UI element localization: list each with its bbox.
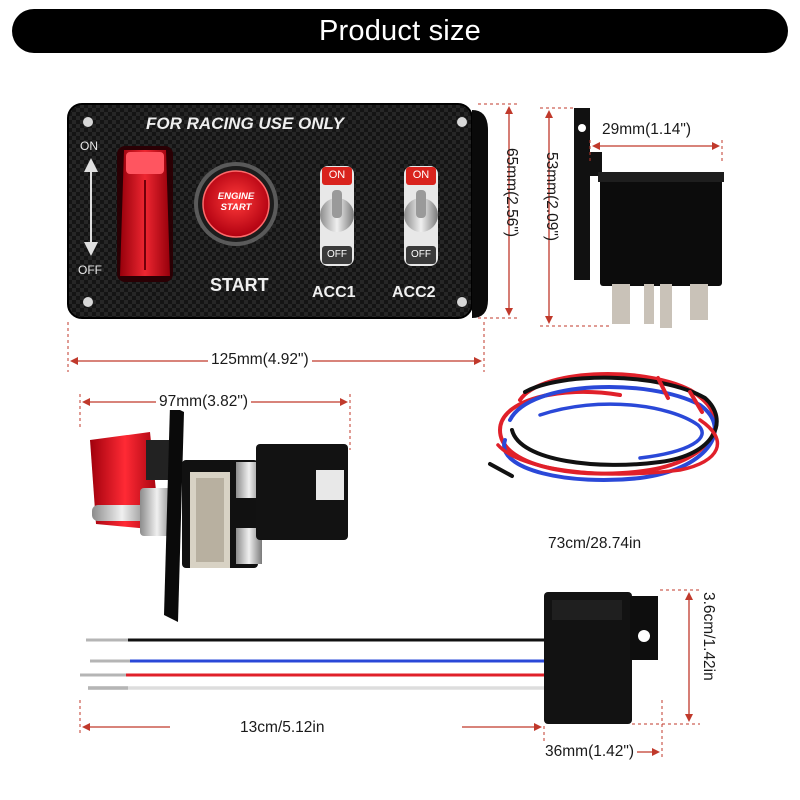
- panel-height-label: 65mm(2.56"): [503, 148, 520, 238]
- relay-socket-harness-icon: [80, 592, 658, 724]
- wire-length-label: 73cm/28.74in: [548, 535, 642, 552]
- screw-icon: [457, 297, 467, 307]
- covered-ignition-switch-icon: [117, 146, 173, 282]
- panel-width-label: 125mm(4.92"): [208, 352, 312, 368]
- acc1-label: ACC1: [312, 284, 356, 301]
- switch-side-view-icon: [90, 405, 348, 622]
- acc2-off-label: OFF: [411, 249, 431, 260]
- toggle-switch-acc2-icon: [404, 166, 438, 266]
- toggle-switch-acc1-icon: [320, 166, 354, 266]
- acc2-on-label: ON: [412, 169, 430, 181]
- engine-label-line1: ENGINE: [217, 191, 255, 202]
- start-label: START: [210, 275, 269, 295]
- socket-width-label: 36mm(1.42"): [542, 744, 638, 760]
- acc1-on-label: ON: [328, 169, 346, 181]
- panel-width-dimension: [67, 322, 485, 372]
- switch-depth-label: 97mm(3.82"): [156, 394, 252, 410]
- title-banner: Product size: [12, 9, 788, 53]
- relay-height-label: 53mm(2.09"): [543, 152, 560, 242]
- switch-panel: [67, 103, 488, 319]
- acc2-label: ACC2: [392, 284, 436, 301]
- panel-height-dimension: [478, 103, 520, 319]
- on-label: ON: [80, 139, 98, 153]
- engine-label-line2: START: [220, 202, 252, 213]
- panel-heading: FOR RACING USE ONLY: [146, 114, 345, 133]
- wire-bundle-icon: [488, 371, 720, 482]
- relay-icon: [574, 108, 724, 328]
- on-off-arrow-icon: [84, 158, 98, 256]
- socket-height-label: 3.6cm/1.42in: [700, 592, 717, 681]
- screw-icon: [83, 117, 93, 127]
- banner-title: Product size: [319, 15, 481, 47]
- engine-start-button-icon: [194, 162, 278, 246]
- screw-icon: [83, 297, 93, 307]
- acc1-off-label: OFF: [327, 249, 347, 260]
- off-label: OFF: [78, 263, 102, 277]
- screw-icon: [457, 117, 467, 127]
- relay-width-label: 29mm(1.14"): [602, 121, 692, 138]
- harness-length-label: 13cm/5.12in: [240, 719, 325, 736]
